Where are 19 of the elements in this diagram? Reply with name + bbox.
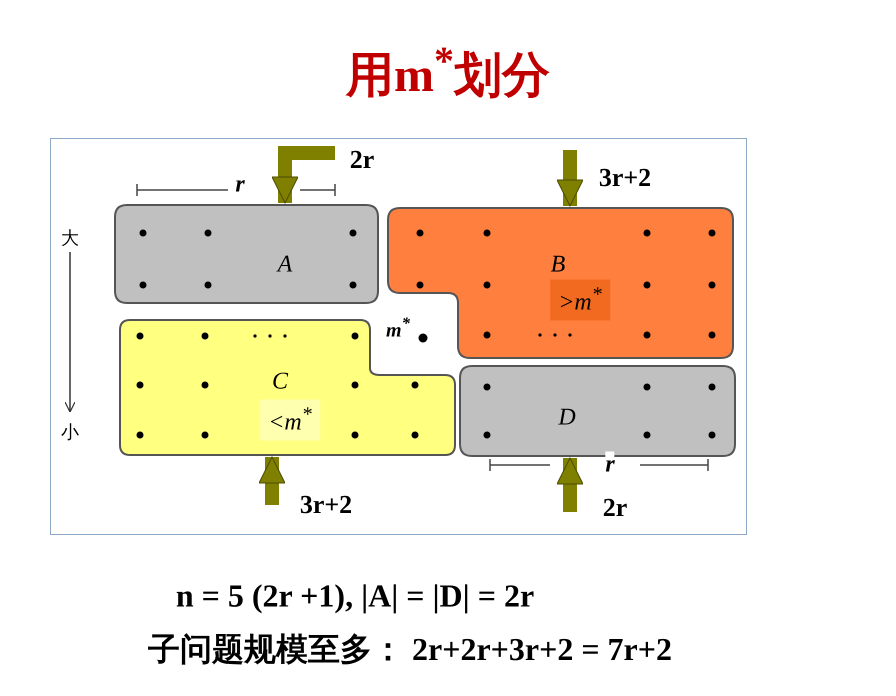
- set-letter: C: [272, 368, 288, 396]
- block-arrow: [556, 457, 584, 512]
- set-region: [460, 366, 735, 456]
- block-arrow: [556, 150, 584, 207]
- set-letter: A: [278, 252, 292, 278]
- set-region: [388, 208, 733, 358]
- set-letter: D: [558, 404, 576, 432]
- block-arrow: [271, 146, 335, 204]
- condition-label: >m$^{*}$: [550, 280, 610, 320]
- formula-text: n = 5 (2r +1), |A| = |D| = 2r: [176, 578, 534, 614]
- title: 用m$^{*}$划分: [346, 37, 550, 104]
- block-arrow: [258, 456, 286, 505]
- point-label: m$^{*}$: [386, 314, 410, 342]
- axis-label: 小: [61, 421, 79, 444]
- condition-label: <m$^{*}$: [260, 400, 320, 440]
- set-region: [115, 205, 378, 303]
- set-letter: B: [550, 252, 566, 278]
- formula-text: 子问题规模至多： 2r+2r+3r+2 = 7r+2: [148, 630, 672, 669]
- axis-label: 大: [61, 227, 79, 250]
